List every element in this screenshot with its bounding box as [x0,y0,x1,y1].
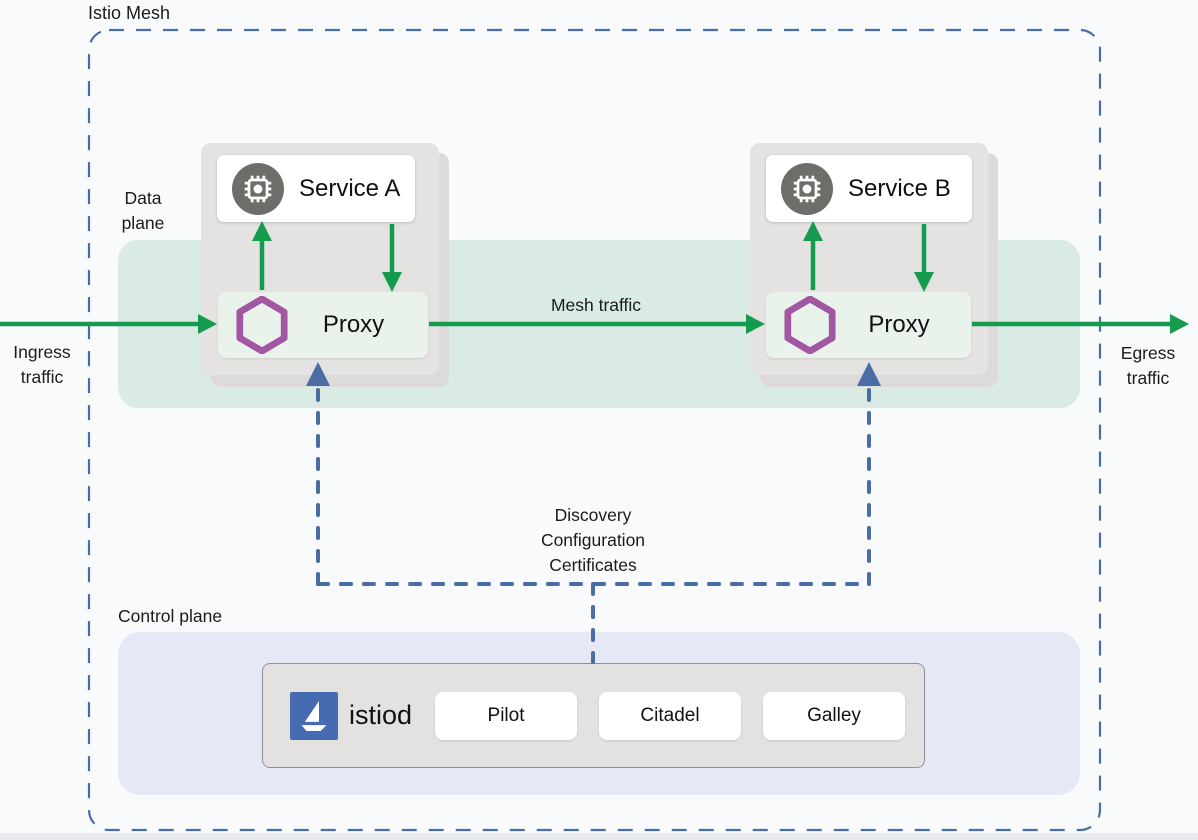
service-a-box: Service A [217,155,415,222]
egress-arrow-head [1170,314,1189,334]
istiod-name: istiod [349,700,413,730]
proxy-b-label: Proxy [868,311,930,338]
service-b-avatar [781,162,833,215]
bottom-edge-strip [0,833,1198,840]
cpu-icon [244,175,272,202]
discovery-label: Discovery Configuration Certificates [540,505,646,575]
data-plane-label: Data plane [121,188,165,233]
istio-sailboat-icon [301,701,327,731]
service-b-box: Service B [766,155,972,222]
control-plane-label: Control plane [118,606,223,626]
component-pilot: Pilot [435,692,577,740]
mesh-traffic-label: Mesh traffic [550,295,642,315]
cpu-icon [793,175,821,202]
component-galley: Galley [763,692,905,740]
egress-traffic-label: Egress traffic [1120,343,1176,388]
istio-logo [290,692,338,740]
hexagon-proxy-icon [784,296,836,354]
proxy-a-box: Proxy [218,292,428,358]
ingress-traffic-label: Ingress traffic [13,342,71,387]
service-b-name: Service B [848,174,951,202]
service-a-avatar [232,162,284,215]
hexagon-proxy-icon [236,296,288,354]
istiod-box: istiod Pilot Citadel Galley [262,663,925,768]
service-a-name: Service A [299,174,401,202]
proxy-b-box: Proxy [766,292,971,358]
component-citadel: Citadel [599,692,741,740]
mesh-title: Istio Mesh [88,3,171,23]
proxy-a-label: Proxy [322,311,385,338]
